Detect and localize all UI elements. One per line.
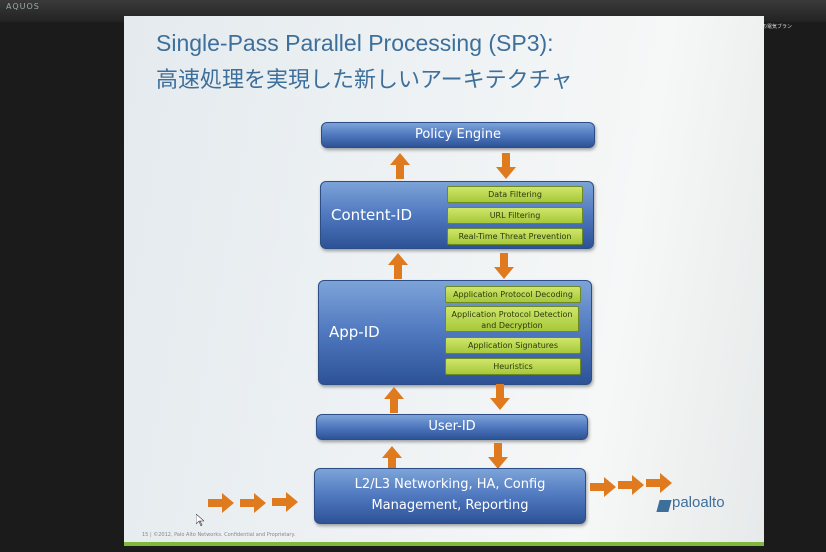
logo-text: paloalto (672, 494, 725, 511)
slide-footer: 15 | ©2012, Palo Alto Networks. Confiden… (142, 532, 296, 538)
user-id-box: User-ID (316, 414, 588, 440)
pill-app-signatures: Application Signatures (445, 337, 581, 354)
paloalto-logo: paloalto (656, 494, 730, 520)
policy-engine-label: Policy Engine (414, 127, 502, 142)
arrow-down-icon (494, 253, 514, 279)
pill-threat-prevention: Real-Time Threat Prevention (447, 228, 583, 245)
arrow-right-icon (590, 477, 616, 497)
paloalto-mark-icon (656, 500, 672, 512)
side-ticker: 世界の電気ブラン (752, 24, 793, 30)
arrow-right-icon (272, 492, 298, 512)
networking-line1: L2/L3 Networking, HA, Config (354, 477, 546, 492)
arrow-up-icon (382, 446, 402, 472)
app-id-box: App-ID Application Protocol Decoding App… (318, 280, 592, 385)
arrow-right-icon (646, 473, 672, 493)
monitor-brand: AQUOS (6, 2, 40, 11)
pill-protocol-detection: Application Protocol Detection and Decry… (445, 306, 579, 332)
arrow-right-icon (208, 493, 234, 513)
arrow-right-icon (240, 493, 266, 513)
pill-protocol-decoding: Application Protocol Decoding (445, 286, 581, 303)
accent-line (124, 542, 764, 546)
arrow-up-icon (388, 253, 408, 279)
arrow-down-icon (496, 153, 516, 179)
slide: Single-Pass Parallel Processing (SP3): 高… (124, 16, 764, 546)
slide-subtitle: 高速処理を実現した新しいアーキテクチャ (156, 68, 573, 93)
app-id-label: App-ID (329, 323, 380, 341)
pill-heuristics: Heuristics (445, 358, 581, 375)
arrow-up-icon (390, 153, 410, 179)
networking-box: L2/L3 Networking, HA, Config Management,… (314, 468, 586, 524)
networking-line2: Management, Reporting (371, 498, 529, 513)
arrow-down-icon (488, 443, 508, 469)
content-id-label: Content-ID (331, 206, 413, 224)
user-id-label: User-ID (428, 419, 476, 434)
content-id-box: Content-ID Data Filtering URL Filtering … (320, 181, 594, 249)
arrow-right-icon (618, 475, 644, 495)
arrow-down-icon (490, 384, 510, 410)
mouse-cursor-icon (195, 511, 205, 527)
pill-data-filtering: Data Filtering (447, 186, 583, 203)
arrow-up-icon (384, 387, 404, 413)
policy-engine-box: Policy Engine (321, 122, 595, 148)
pill-url-filtering: URL Filtering (447, 207, 583, 224)
slide-title: Single-Pass Parallel Processing (SP3): (156, 30, 554, 56)
